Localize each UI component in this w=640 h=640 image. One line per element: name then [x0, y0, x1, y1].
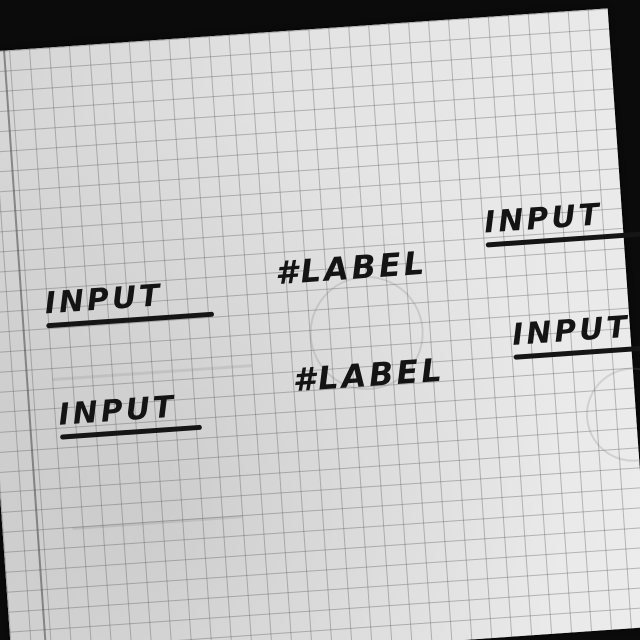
- faint-line-sketch: [72, 515, 243, 531]
- input-field-left-bottom[interactable]: INPUT: [57, 388, 202, 440]
- input-field-right-top[interactable]: INPUT: [483, 194, 640, 248]
- grid-paper-sheet: INPUT INPUT #LABEL #LABEL INPUT INPUT: [0, 8, 640, 640]
- input-field-left-top[interactable]: INPUT: [44, 275, 215, 329]
- input-field-right-bottom[interactable]: INPUT: [511, 309, 640, 360]
- faint-line-sketch: [52, 364, 252, 382]
- input-placeholder-label: INPUT: [510, 309, 632, 353]
- faint-circle-sketch: [582, 364, 640, 465]
- paper-margin-line: [3, 50, 49, 640]
- label-text-top: #LABEL: [273, 243, 429, 293]
